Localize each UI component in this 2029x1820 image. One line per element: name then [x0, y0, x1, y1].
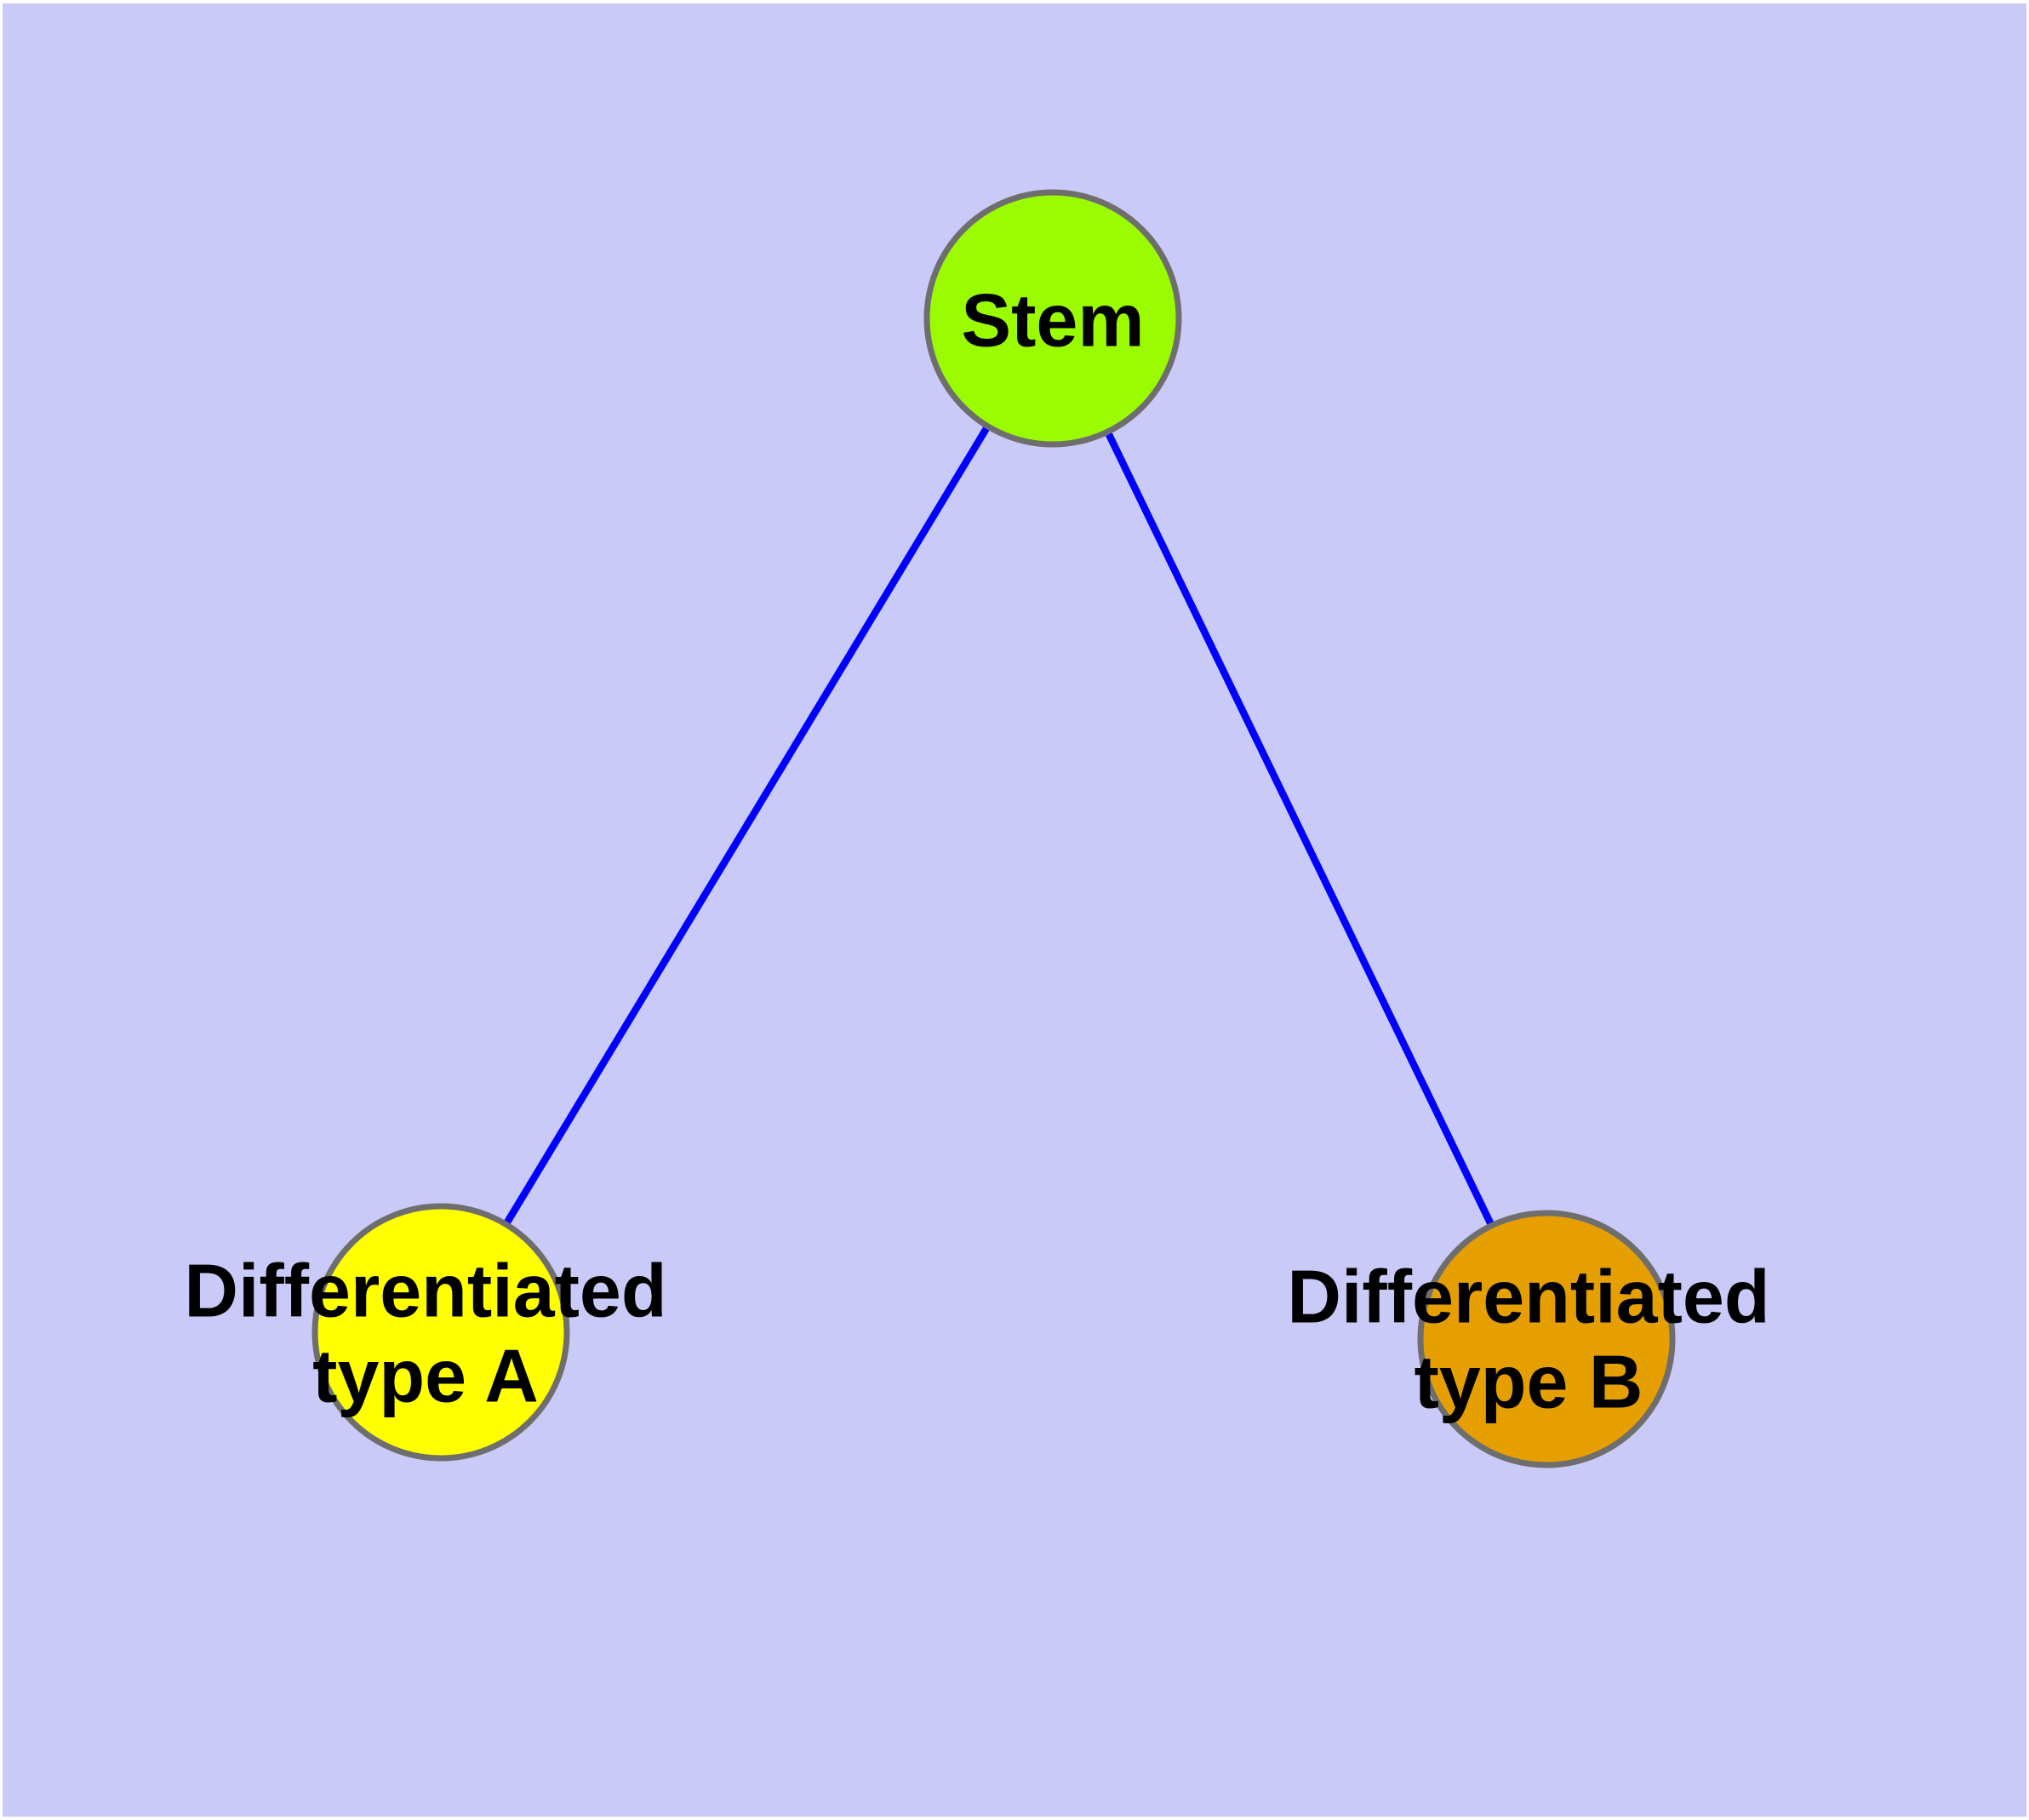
- node-stem[interactable]: Stem: [923, 189, 1182, 448]
- node-differentiated-type-b[interactable]: Differentiated type B: [1287, 1210, 1770, 1468]
- stem-node-label: Stem: [961, 278, 1144, 363]
- edge-stem-to-type-a: [437, 314, 1057, 1336]
- edge-stem-to-type-b: [1049, 314, 1551, 1343]
- type-b-node-circle[interactable]: [1417, 1210, 1676, 1468]
- type-a-node-label-line2: type A: [312, 1334, 539, 1418]
- type-b-node-label-line2: type B: [1415, 1340, 1643, 1424]
- node-differentiated-type-a[interactable]: Differentiated type A: [184, 1203, 667, 1462]
- type-a-node-label-line1: Differentiated: [184, 1249, 666, 1333]
- type-b-node-label-line1: Differentiated: [1287, 1255, 1769, 1339]
- type-a-node-circle[interactable]: [311, 1203, 570, 1462]
- stem-node-circle[interactable]: [923, 189, 1182, 448]
- edge-group: [437, 314, 1551, 1343]
